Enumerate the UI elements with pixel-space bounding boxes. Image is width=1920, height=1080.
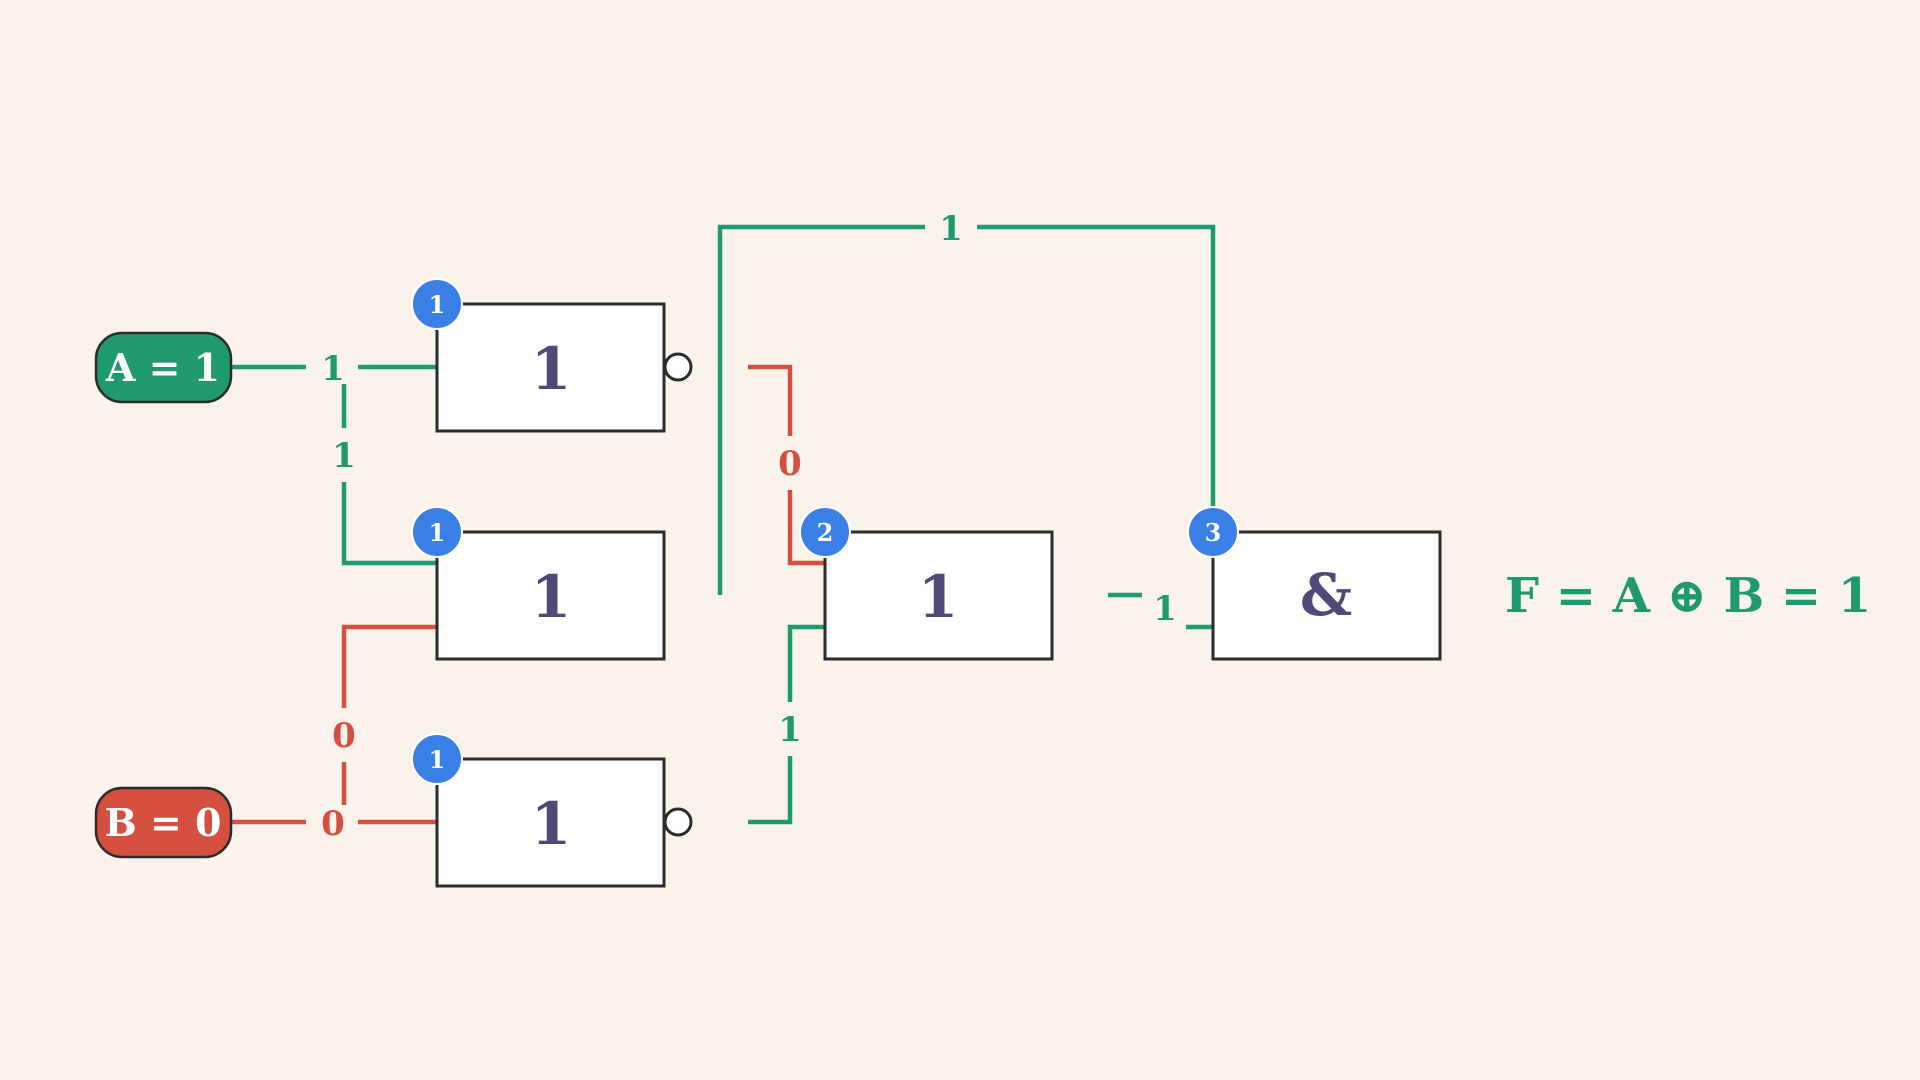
gate-or-bottom: 1 [435,757,666,888]
svg-text:1: 1 [321,349,345,389]
level-badge-2: 2 [799,506,851,558]
gate-or-top: 1 [435,302,666,433]
svg-text:3: 3 [1205,518,1222,547]
svg-text:2: 2 [817,518,834,547]
input-b-pill: B = 0 [94,786,233,859]
svg-text:1: 1 [531,563,571,631]
svg-text:&: & [1300,561,1352,629]
level-badge-3: 3 [1187,506,1239,558]
svg-text:1: 1 [429,290,446,319]
output-formula: F = A ⊕ B = 1 [1505,568,1871,624]
wire-label-top-not-out: 0 [772,436,808,490]
svg-text:0: 0 [778,444,802,484]
inverter-bubble-top [663,352,693,382]
level-badge-middle: 1 [411,506,463,558]
svg-text:0: 0 [321,804,345,844]
inverter-bubble-bottom [663,807,693,837]
level-badge-top: 1 [411,278,463,330]
wire-label-g2-out: 1 [1142,585,1186,635]
input-a-pill: A = 1 [94,331,233,404]
svg-text:1: 1 [778,710,802,750]
wire-label-bot-not-out: 1 [772,702,808,756]
svg-text:1: 1 [939,209,963,249]
wire-label-b-main: 0 [306,804,358,844]
wire-label-a-main: 1 [306,349,358,389]
svg-text:A = 1: A = 1 [105,345,220,390]
svg-text:1: 1 [531,335,571,403]
wire-label-b-branch: 0 [326,708,362,762]
wire-label-feedback: 1 [925,209,977,249]
svg-text:1: 1 [1153,589,1177,629]
svg-text:1: 1 [429,518,446,547]
svg-text:1: 1 [429,745,446,774]
svg-text:B = 0: B = 0 [105,800,222,845]
svg-text:0: 0 [332,716,356,756]
svg-text:1: 1 [332,436,356,476]
gate-and-level3: & [1211,530,1442,661]
level-badge-bottom: 1 [411,733,463,785]
svg-text:1: 1 [918,563,958,631]
wire-label-a-branch: 1 [326,428,362,482]
gate-or-level2: 1 [823,530,1054,661]
gate-or-middle: 1 [435,530,666,661]
svg-text:1: 1 [531,790,571,858]
